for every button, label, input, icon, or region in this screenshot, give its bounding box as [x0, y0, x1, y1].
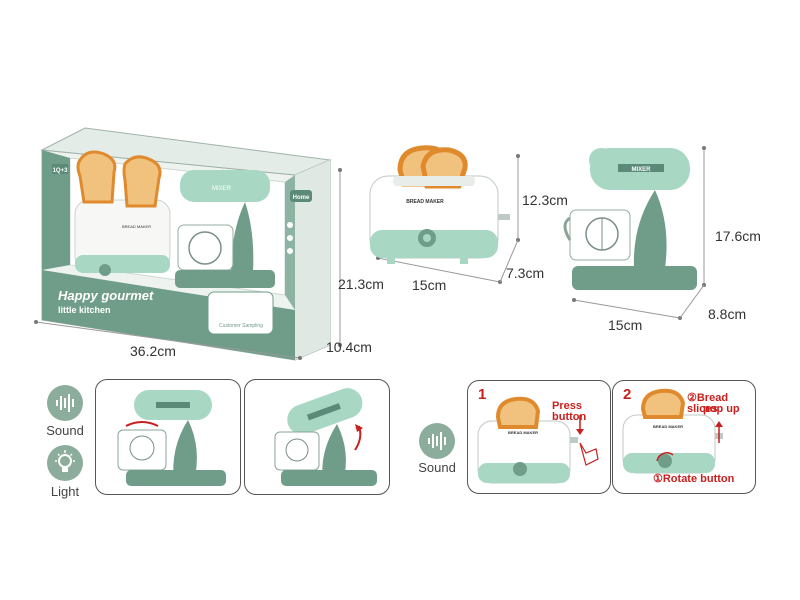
toaster-step-2-illustration: BREAD MAKER	[622, 388, 723, 474]
toaster-step-2-panel: 2 ②Bread slices pop up ①Rotate button BR…	[612, 380, 756, 494]
step-1-text: Press button	[552, 400, 587, 423]
toaster-step-1-illustration: BREAD MAKER	[477, 396, 599, 484]
package-box-illustration: Customer Sampling 1Q+3 Home Happy gourme…	[40, 127, 332, 361]
sound-icon	[47, 385, 83, 421]
mixer-feature-panel-1	[95, 379, 241, 495]
step-2-text-line2: pop up	[703, 403, 740, 415]
light-label: Light	[50, 484, 80, 499]
box-depth-label: 10.4cm	[326, 339, 372, 355]
toaster-label: BREAD MAKER	[406, 199, 444, 205]
package-mixer-label: MIXER	[212, 186, 232, 192]
step1-toaster-label: BREAD MAKER	[508, 430, 538, 435]
age-badge: 1Q+3	[53, 168, 69, 174]
step-2-number: 2	[623, 386, 632, 403]
mixer-depth-label: 8.8cm	[708, 306, 747, 322]
mixer-feature-panel-2	[244, 379, 390, 495]
package-box: Customer Sampling 1Q+3 Home Happy gourme…	[30, 120, 340, 365]
sound-label-left: Sound	[46, 423, 84, 438]
toaster-product: BREAD MAKER	[365, 138, 515, 268]
toaster-step-1-panel: 1 Press button BREAD MAKER	[467, 380, 611, 494]
inset-text: Customer Sampling	[219, 323, 263, 329]
toaster-height-label: 12.3cm	[522, 192, 568, 208]
mixer-product: MIXER	[560, 138, 700, 308]
step-2-text-line1: ②Bread slices	[687, 392, 729, 415]
mixer-illustration: MIXER	[563, 148, 697, 290]
package-title: Happy gourmet	[58, 288, 154, 303]
package-subtitle: little kitchen	[58, 305, 111, 315]
mixer-action-illustration-2	[274, 388, 377, 486]
sound-icon	[419, 423, 455, 459]
box-width-label: 36.2cm	[130, 343, 176, 359]
toaster-illustration: BREAD MAKER	[369, 145, 510, 264]
toaster-width-label: 15cm	[412, 277, 447, 293]
brand-badge: Home	[293, 195, 310, 201]
mixer-label: MIXER	[631, 167, 651, 173]
step-1-number: 1	[478, 386, 487, 403]
step2-toaster-label: BREAD MAKER	[653, 424, 683, 429]
step-2-rotate-text: ①Rotate button	[653, 473, 735, 485]
sound-label-right: Sound	[418, 460, 456, 475]
mixer-width-label: 15cm	[608, 317, 643, 333]
package-toaster-label: BREAD MAKER	[122, 224, 151, 229]
mixer-height-label: 17.6cm	[715, 228, 761, 244]
light-bulb-icon	[47, 445, 83, 481]
mixer-action-illustration-1	[117, 390, 226, 486]
box-height-label: 21.3cm	[338, 276, 384, 292]
toaster-depth-label: 7.3cm	[506, 265, 545, 281]
